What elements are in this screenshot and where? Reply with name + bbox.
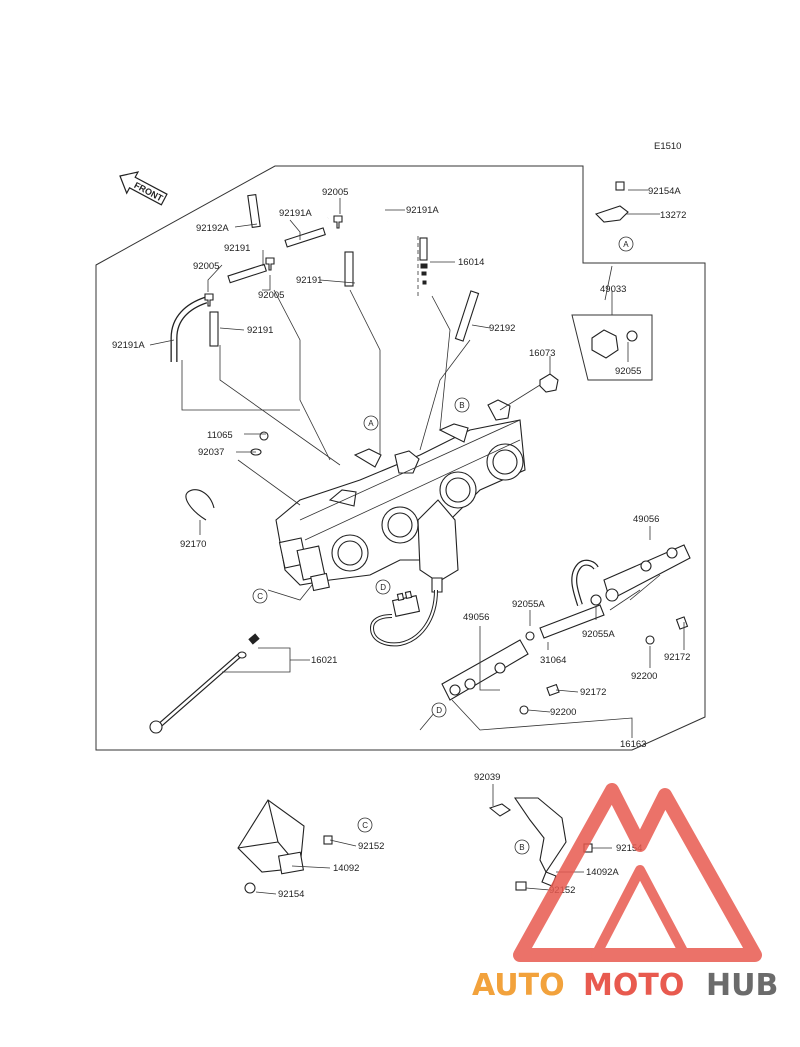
part-label-92005-m: 92005 xyxy=(258,290,284,301)
clamp-92170 xyxy=(185,489,215,521)
part-label-92055a-1: 92055A xyxy=(512,599,545,610)
svg-text:A: A xyxy=(368,419,374,428)
part-label-92191a-2: 92191A xyxy=(406,205,439,216)
diagram-code: E1510 xyxy=(654,141,681,152)
ref-marker-b-body: B xyxy=(454,397,470,413)
part-label-49056-r: 49056 xyxy=(633,514,659,525)
front-arrow-icon: FRONT xyxy=(119,171,168,206)
part-label-92154-l: 92154 xyxy=(278,889,304,900)
svg-text:C: C xyxy=(362,821,368,830)
bracket-14092A xyxy=(488,797,593,891)
ref-marker-c-bracket: C xyxy=(357,817,373,833)
injector-49033 xyxy=(539,314,653,393)
ref-marker-a-body: A xyxy=(363,415,379,431)
leader-lines xyxy=(149,189,685,895)
ref-marker-c-body: C xyxy=(252,588,268,604)
bolts-and-washers xyxy=(519,181,689,715)
part-label-14092: 14092 xyxy=(333,863,359,874)
svg-text:B: B xyxy=(459,401,464,410)
part-label-31064: 31064 xyxy=(540,655,566,666)
part-label-92037: 92037 xyxy=(198,447,224,458)
part-label-49033: 49033 xyxy=(600,284,626,295)
svg-text:D: D xyxy=(436,706,442,715)
assembly-frame xyxy=(95,165,706,751)
screw-16021 xyxy=(149,633,260,734)
part-label-92005-l: 92005 xyxy=(193,261,219,272)
ref-marker-d-body: D xyxy=(375,579,391,595)
svg-text:HUB: HUB xyxy=(706,968,778,1003)
ref-marker-d-rail: D xyxy=(431,702,447,718)
part-label-14092a: 14092A xyxy=(586,867,619,878)
part-label-92152-l: 92152 xyxy=(358,841,384,852)
part-label-92191-2: 92191 xyxy=(296,275,322,286)
ref-marker-b-bracket: B xyxy=(514,839,530,855)
fuel-rail-left xyxy=(441,639,529,701)
part-label-13272: 13272 xyxy=(660,210,686,221)
part-label-92154-r: 92154 xyxy=(616,843,642,854)
cap-11065 xyxy=(259,431,269,441)
part-label-16021: 16021 xyxy=(311,655,337,666)
part-label-92154a: 92154A xyxy=(648,186,681,197)
part-label-92192a: 92192A xyxy=(196,223,229,234)
part-label-49056-l: 49056 xyxy=(463,612,489,623)
fuel-rail-right xyxy=(571,544,691,606)
part-label-92200-l: 92200 xyxy=(550,707,576,718)
bracket-14092 xyxy=(237,799,333,894)
part-label-16163: 16163 xyxy=(620,739,646,750)
part-label-92191a-1: 92191A xyxy=(279,208,312,219)
part-label-92191-1: 92191 xyxy=(224,243,250,254)
part-label-92172-l: 92172 xyxy=(580,687,606,698)
sensor-16014 xyxy=(417,236,428,296)
svg-text:AUTO: AUTO xyxy=(472,968,565,1003)
part-label-16014: 16014 xyxy=(458,257,484,268)
ref-marker-a-top: A xyxy=(618,236,634,252)
part-label-92172-r: 92172 xyxy=(664,652,690,663)
svg-text:D: D xyxy=(380,583,386,592)
part-label-92192: 92192 xyxy=(489,323,515,334)
part-label-92191-3: 92191 xyxy=(247,325,273,336)
svg-text:B: B xyxy=(519,843,524,852)
watermark-logo xyxy=(513,783,762,962)
part-label-92055a-2: 92055A xyxy=(582,629,615,640)
svg-text:MOTO: MOTO xyxy=(583,968,684,1003)
watermark-text: AUTO MOTO HUB xyxy=(472,968,778,1003)
throttle-body-assembly xyxy=(275,399,526,593)
wire-harness xyxy=(369,589,438,647)
part-label-16073: 16073 xyxy=(529,348,555,359)
part-label-92039: 92039 xyxy=(474,772,500,783)
part-labels: 92005 92191A 92191A 92192A 92191 92005 9… xyxy=(112,186,690,900)
part-label-92200-r: 92200 xyxy=(631,671,657,682)
svg-text:A: A xyxy=(623,240,629,249)
part-label-92191a-left: 92191A xyxy=(112,340,145,351)
delivery-pipe-31064 xyxy=(525,604,605,641)
part-label-11065: 11065 xyxy=(207,430,233,441)
vacuum-hoses xyxy=(170,193,480,362)
svg-text:C: C xyxy=(257,592,263,601)
part-label-92055: 92055 xyxy=(615,366,641,377)
part-label-92170: 92170 xyxy=(180,539,206,550)
part-label-92005-top: 92005 xyxy=(322,187,348,198)
